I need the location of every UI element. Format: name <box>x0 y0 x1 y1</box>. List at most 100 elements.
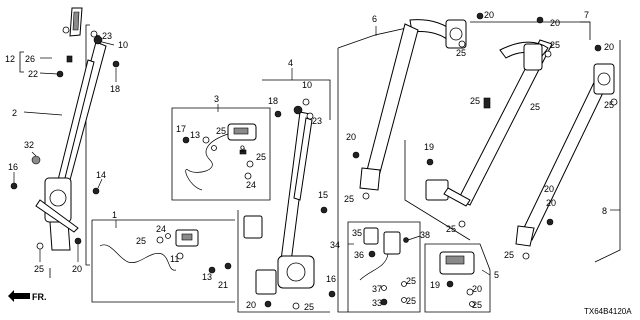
bolt-19-a <box>426 158 434 166</box>
leader-lines <box>13 21 620 276</box>
bolt-33 <box>380 298 388 306</box>
belt-webbing-edge <box>55 59 95 191</box>
washer-25-j <box>610 98 618 106</box>
part-2-front-belt <box>10 7 120 251</box>
bolt-18 <box>112 60 120 68</box>
lead-38 <box>407 235 421 241</box>
belt-4-anchor <box>293 105 303 115</box>
bolt-21 <box>224 262 232 270</box>
grommet-25-b <box>156 236 164 244</box>
callout-12: 12 <box>5 54 15 64</box>
collar-11 <box>176 252 184 260</box>
washer-23 <box>90 30 98 38</box>
belt-6-tongue <box>359 167 381 191</box>
bolt-20-g <box>546 218 554 226</box>
washer-24-b <box>246 160 254 168</box>
guide-7 <box>483 97 491 109</box>
bracket-1-left <box>91 220 235 303</box>
callout-25a: 25 <box>34 264 44 274</box>
callout-13a: 13 <box>202 272 212 282</box>
washer-25-g <box>362 192 370 200</box>
retractor-6-spool <box>449 27 463 41</box>
callout-1: 1 <box>112 210 117 220</box>
callout-14: 14 <box>96 170 106 180</box>
bracket-5 <box>424 243 491 313</box>
callout-25j: 25 <box>504 250 514 260</box>
callout-6: 6 <box>372 14 377 24</box>
callout-10b: 10 <box>302 80 312 90</box>
buckle-34-wire <box>359 253 389 281</box>
lead-2 <box>23 111 63 116</box>
tongue-7 <box>425 179 449 201</box>
callout-25g: 25 <box>550 40 560 50</box>
part-1-harness <box>99 229 232 274</box>
callout-19b: 19 <box>430 280 440 290</box>
washer-25-a <box>36 242 44 250</box>
callout-25l: 25 <box>406 296 416 306</box>
callout-38: 38 <box>420 230 430 240</box>
bolt-18-b <box>274 110 282 118</box>
part-4-center-belt <box>243 98 336 310</box>
anchor-8 <box>515 225 535 247</box>
bracket-34 <box>347 221 421 313</box>
callout-25e: 25 <box>456 48 466 58</box>
callout-15: 15 <box>318 190 328 200</box>
callout-33: 33 <box>372 298 382 308</box>
buckle-3-wire <box>185 133 229 191</box>
belt-7-webbing <box>457 39 553 206</box>
callout-26: 26 <box>25 54 35 64</box>
bracket-4-bottom <box>237 210 330 313</box>
washer-13-b <box>202 136 210 144</box>
callout-32: 32 <box>24 140 34 150</box>
bolt-16-b <box>328 290 336 298</box>
bracket-8 <box>594 40 621 263</box>
callout-5: 5 <box>494 270 499 280</box>
part-5-buckle <box>439 251 475 307</box>
part-7-belt <box>425 16 553 228</box>
callout-35: 35 <box>352 228 362 238</box>
callout-25k: 25 <box>406 276 416 286</box>
callout-17: 17 <box>176 124 186 134</box>
callout-25c: 25 <box>256 152 266 162</box>
guide-4 <box>243 215 263 239</box>
callout-13b: 13 <box>190 130 200 140</box>
callout-20i: 20 <box>544 184 554 194</box>
callout-24b: 24 <box>246 180 256 190</box>
callout-21: 21 <box>218 280 228 290</box>
bolt-14 <box>92 187 100 195</box>
callout-25d: 25 <box>304 302 314 312</box>
grommet-24 <box>165 233 171 239</box>
callout-labels: 12 26 22 23 10 18 2 32 16 14 25 20 1 24 … <box>5 10 614 312</box>
callout-18a: 18 <box>110 84 120 94</box>
washer-25-k <box>522 252 530 260</box>
bracket-7-side <box>404 140 471 241</box>
bracket-6-side <box>337 48 348 313</box>
bolt-20-b <box>264 300 272 308</box>
callout-20a: 20 <box>72 264 82 274</box>
buckle-slot-1 <box>181 233 193 241</box>
washer-25-n <box>469 301 475 307</box>
callout-16b: 16 <box>326 274 336 284</box>
clip-9 <box>239 149 247 155</box>
buckle-34-body <box>383 231 401 255</box>
buckle-5-slot <box>445 255 465 265</box>
diagram-code: TX64B4120A <box>584 307 632 316</box>
retractor-8-spool <box>597 72 611 86</box>
front-direction-indicator: FR. <box>8 290 47 302</box>
callout-25n: 25 <box>470 96 480 106</box>
callout-34: 34 <box>330 240 340 250</box>
callout-20e: 20 <box>550 18 560 28</box>
front-arrow-icon <box>8 290 30 302</box>
washer-23-b <box>306 112 314 120</box>
bolt-20-a <box>74 237 82 245</box>
lead-23a <box>95 34 101 37</box>
washer-25-c <box>211 145 217 151</box>
callout-18b: 18 <box>268 96 278 106</box>
callout-25m: 25 <box>472 300 482 310</box>
buckle-3-slot <box>233 127 249 135</box>
callout-20c: 20 <box>484 10 494 20</box>
callout-23b: 23 <box>312 116 322 126</box>
belt-lap-section <box>35 199 79 233</box>
nut-26 <box>66 55 73 63</box>
